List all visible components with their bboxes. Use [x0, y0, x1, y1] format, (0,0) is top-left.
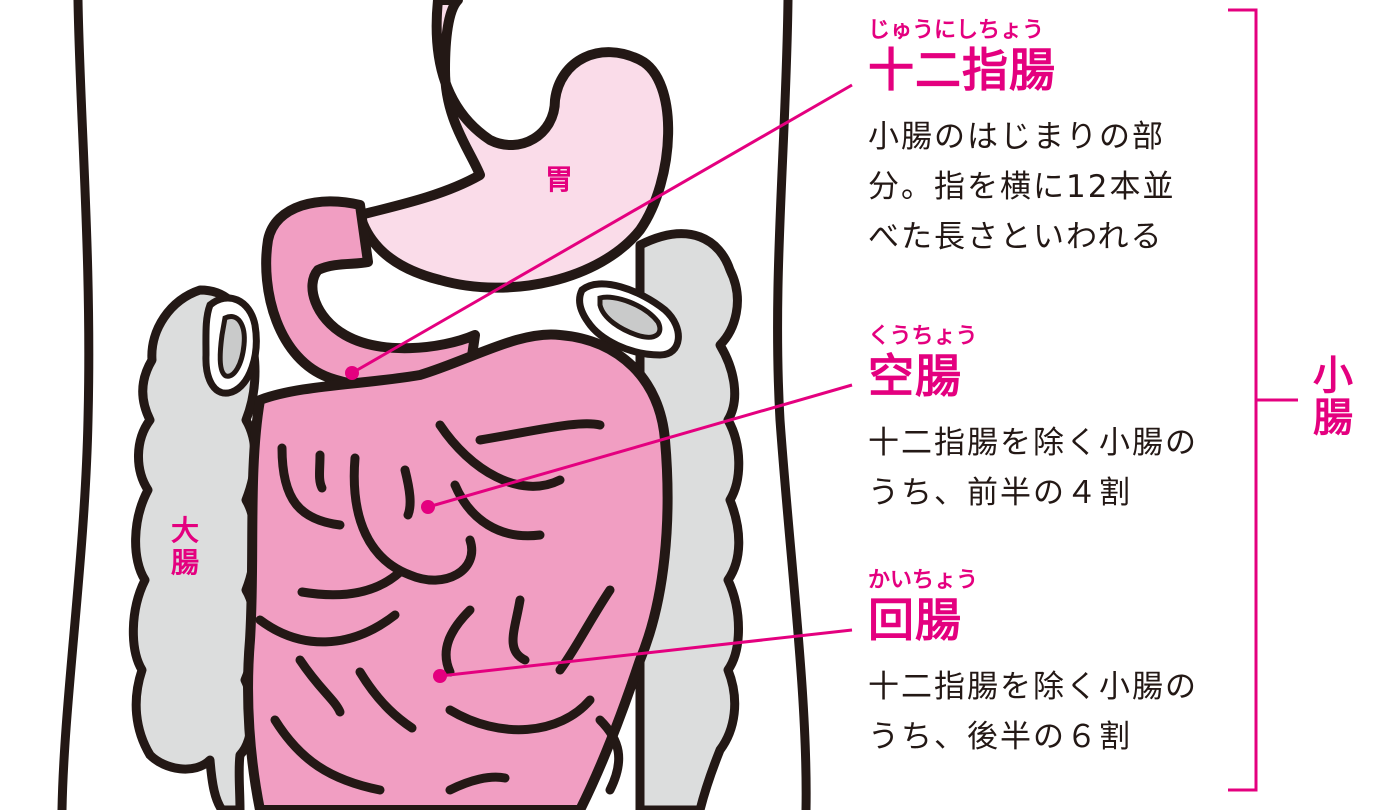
large-intestine-descending — [635, 229, 744, 810]
section-ileum: かいちょう 回腸 十二指腸を除く小腸の うち、後半の６割 — [868, 570, 1198, 762]
marker-dot-ileum — [433, 669, 447, 683]
duodenum-reading: じゅうにしちょう — [868, 18, 1045, 43]
duodenum-title: 十二指腸 — [868, 43, 1056, 97]
ileum-description: 十二指腸を除く小腸の うち、後半の６割 — [868, 669, 1198, 756]
section-duodenum: じゅうにしちょう 十二指腸 小腸のはじまりの部 分。指を横に12本並 べた長さと… — [868, 20, 1175, 262]
leader-lines — [351, 83, 853, 678]
jejunum-reading: くうちょう — [868, 324, 978, 349]
leader-line-ileum — [439, 628, 853, 678]
large-intestine-label: 大腸 — [170, 514, 199, 580]
duodenum-description: 小腸のはじまりの部 分。指を横に12本並 べた長さといわれる — [868, 119, 1176, 256]
torso-left-outline — [57, 0, 94, 810]
small-intestine-label: 小腸 — [1313, 353, 1353, 441]
marker-dot-jejunum — [421, 500, 435, 514]
stomach — [355, 0, 674, 293]
torso-right-outline — [773, 0, 811, 810]
large-intestine-cut-inner-left — [217, 314, 247, 379]
small-intestine-bracket — [1228, 8, 1258, 792]
large-intestine-cut-inner-right — [597, 294, 663, 340]
stomach-label: 胃 — [545, 163, 574, 196]
section-jejunum: くうちょう 空腸 十二指腸を除く小腸の うち、前半の４割 — [868, 326, 1198, 518]
jejunum-title: 空腸 — [868, 349, 962, 403]
marker-dot-duodenum — [345, 366, 359, 380]
ileum-title: 回腸 — [868, 593, 962, 647]
ileum-reading: かいちょう — [868, 568, 979, 593]
small-intestine-folds — [255, 419, 624, 795]
leader-line-jejunum — [427, 383, 853, 509]
leader-line-duodenum — [351, 83, 853, 375]
jejunum-description: 十二指腸を除く小腸の うち、前半の４割 — [868, 425, 1198, 512]
